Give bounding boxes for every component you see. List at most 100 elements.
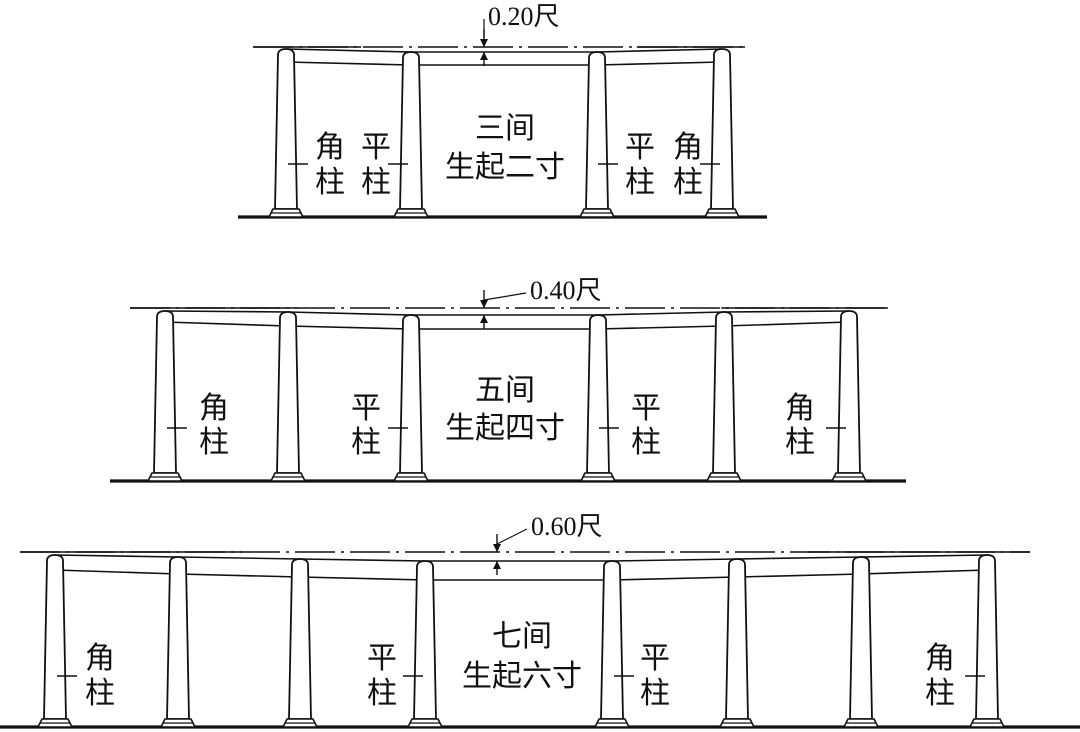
column-label-bottom: 柱 bbox=[673, 165, 703, 200]
column bbox=[159, 556, 197, 728]
column-label-bottom: 柱 bbox=[361, 165, 391, 200]
column bbox=[392, 51, 430, 218]
bay-count-label: 七间 bbox=[492, 619, 552, 654]
column bbox=[968, 554, 1006, 728]
column-shaft bbox=[849, 556, 873, 720]
column-label-bottom: 柱 bbox=[367, 676, 397, 711]
column bbox=[267, 48, 305, 218]
beam-top bbox=[596, 48, 723, 53]
column bbox=[579, 314, 617, 482]
beam-top bbox=[285, 48, 412, 53]
beam-top bbox=[860, 554, 988, 558]
beam-bottom bbox=[299, 576, 426, 581]
arrow-down-icon bbox=[493, 544, 501, 552]
column bbox=[281, 558, 319, 728]
rise-description-label: 生起六寸 bbox=[462, 659, 582, 694]
column-label-top: 角 bbox=[785, 391, 815, 426]
column-shaft bbox=[153, 310, 177, 474]
column bbox=[269, 311, 307, 482]
column bbox=[830, 310, 868, 482]
beam-top bbox=[597, 311, 725, 316]
column-label-bottom: 柱 bbox=[315, 165, 345, 200]
column bbox=[36, 554, 74, 728]
column-label-top: 角 bbox=[925, 641, 955, 676]
column-shaft bbox=[43, 554, 67, 720]
column-label-top: 角 bbox=[315, 130, 345, 165]
column bbox=[705, 311, 743, 482]
column-label-bottom: 柱 bbox=[625, 165, 655, 200]
beam-bottom bbox=[287, 325, 412, 330]
beam-bottom bbox=[177, 573, 301, 578]
column-shaft bbox=[712, 311, 736, 474]
column-shaft bbox=[413, 560, 437, 720]
rise-dimension-label: 0.60尺 bbox=[531, 512, 603, 541]
column bbox=[842, 556, 880, 728]
column-shaft bbox=[837, 310, 861, 474]
beam-top bbox=[164, 310, 289, 313]
column bbox=[578, 51, 616, 218]
column-shaft bbox=[600, 560, 624, 720]
column-label-top: 角 bbox=[85, 641, 115, 676]
column bbox=[703, 48, 741, 218]
column-shaft bbox=[710, 48, 734, 210]
column-label-top: 平 bbox=[351, 391, 381, 426]
beam-bottom bbox=[723, 321, 850, 327]
column-label-top: 平 bbox=[631, 391, 661, 426]
rise-dimension-label: 0.20尺 bbox=[488, 2, 560, 31]
arrow-up-icon bbox=[480, 52, 488, 60]
rise-description-label: 生起二寸 bbox=[445, 150, 565, 185]
rise-description-label: 生起四寸 bbox=[445, 411, 565, 446]
dimension-leader bbox=[483, 292, 527, 301]
beam-top bbox=[723, 310, 850, 313]
bay-count-label: 五间 bbox=[475, 373, 535, 408]
column-label-top: 角 bbox=[673, 130, 703, 165]
rise-dimension-label: 0.40尺 bbox=[530, 276, 602, 305]
arrow-up-icon bbox=[493, 561, 501, 569]
column-shaft bbox=[274, 48, 298, 210]
column-label-top: 平 bbox=[367, 641, 397, 676]
beam-top bbox=[299, 558, 426, 562]
beam-top bbox=[611, 558, 738, 562]
column-label-bottom: 柱 bbox=[85, 676, 115, 711]
beam-bottom bbox=[611, 576, 738, 581]
column bbox=[593, 560, 631, 728]
beam-bottom bbox=[54, 569, 179, 575]
column-shaft bbox=[399, 314, 423, 474]
beam-top bbox=[54, 554, 179, 558]
column-shaft bbox=[586, 314, 610, 474]
beam-bottom bbox=[596, 61, 723, 66]
bay-count-label: 三间 bbox=[475, 111, 535, 146]
dimension-leader bbox=[496, 528, 528, 545]
column-label-bottom: 柱 bbox=[785, 425, 815, 460]
column bbox=[406, 560, 444, 728]
beam-top bbox=[736, 556, 862, 560]
column-label-top: 平 bbox=[640, 641, 670, 676]
column-label-top: 角 bbox=[199, 391, 229, 426]
column-label-bottom: 柱 bbox=[199, 425, 229, 460]
column-label-top: 平 bbox=[625, 130, 655, 165]
column-label-bottom: 柱 bbox=[351, 425, 381, 460]
column bbox=[146, 310, 184, 482]
column bbox=[392, 314, 430, 482]
beam-bottom bbox=[736, 573, 862, 578]
column-shaft bbox=[585, 51, 609, 210]
column-label-bottom: 柱 bbox=[640, 676, 670, 711]
column-label-bottom: 柱 bbox=[631, 425, 661, 460]
column-shaft bbox=[725, 558, 749, 720]
column-label-bottom: 柱 bbox=[925, 676, 955, 711]
column-shaft bbox=[975, 554, 999, 720]
beam-bottom bbox=[164, 321, 289, 327]
beam-top bbox=[177, 556, 301, 560]
column bbox=[718, 558, 756, 728]
beam-bottom bbox=[860, 569, 988, 575]
column-label-top: 平 bbox=[361, 130, 391, 165]
arrow-down-icon bbox=[480, 300, 488, 308]
arrow-up-icon bbox=[480, 315, 488, 323]
beam-bottom bbox=[285, 61, 412, 66]
column-shaft bbox=[288, 558, 312, 720]
column-shaft bbox=[166, 556, 190, 720]
